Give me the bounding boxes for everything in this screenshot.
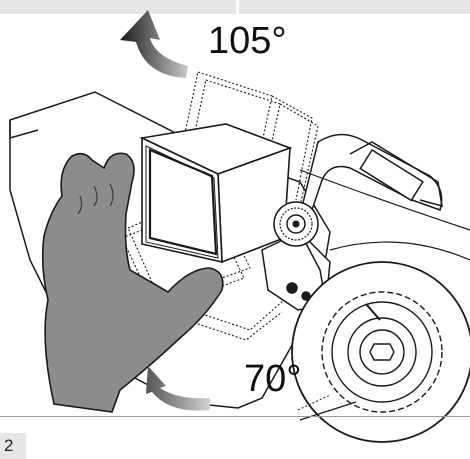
hand-illustration — [41, 152, 224, 413]
pivot-knob — [273, 201, 319, 247]
header-bar — [0, 0, 470, 14]
rotate-up-arrow-icon — [120, 10, 188, 78]
rotate-down-arrow-icon — [146, 366, 210, 411]
gear-wheel-illustration — [291, 261, 470, 443]
camera-unit-illustration — [139, 123, 293, 264]
angle-label-up: 105° — [208, 20, 287, 62]
angle-label-down: 70° — [244, 358, 302, 400]
figure-number: 2 — [0, 433, 26, 459]
footer-divider — [0, 416, 470, 417]
